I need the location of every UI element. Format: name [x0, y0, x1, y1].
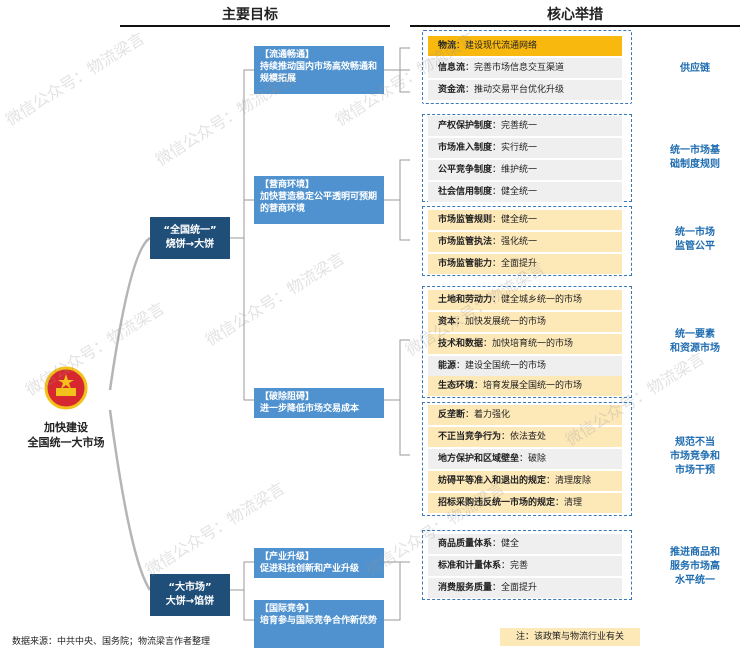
goal-circulation-title: 【流通畅通】	[260, 50, 315, 60]
group-frame-supply-chain	[422, 30, 632, 104]
goal-international-competition: 【国际竞争】 培育参与国际竞争合作新优势	[254, 600, 384, 648]
measure-item: 消费服务质量：全面提升	[428, 578, 622, 598]
goal-industrial-upgrade-title: 【产业升级】	[260, 552, 315, 562]
measure-item: 公平竞争制度：维护统一	[428, 160, 622, 180]
level1-national-unified: “全国统一” 烧饼→大饼	[150, 217, 230, 259]
measure-item: 标准和计量体系：完善	[428, 556, 622, 576]
level1-national-unified-line1: “全国统一”	[163, 225, 217, 236]
measure-item: 社会信用制度：健全统一	[428, 182, 622, 202]
root-node: 加快建设 全国统一大市场	[6, 420, 126, 450]
measure-item: 产权保护制度：完善统一	[428, 116, 622, 136]
measure-item: 资本：加快发展统一的市场	[428, 312, 622, 332]
header-goals-underline	[120, 25, 390, 27]
measure-item: 地方保护和区域壁垒：破除	[428, 449, 622, 469]
measure-item: 土地和劳动力：健全城乡统一的市场	[428, 290, 622, 310]
group-frame-regulation	[422, 206, 632, 276]
goal-industrial-upgrade: 【产业升级】 促进科技创新和产业升级	[254, 548, 384, 578]
measure-item: 反垄断：着力强化	[428, 405, 622, 425]
goal-remove-barriers-desc: 进一步降低市场交易成本	[260, 404, 360, 414]
measure-item: 生态环境：培育发展全国统一的市场	[428, 376, 622, 396]
data-source: 数据来源：中共中央、国务院；物流梁言作者整理	[12, 637, 211, 647]
measure-item: 不正当竞争行为：依法查处	[428, 427, 622, 447]
level1-big-market-line2: 大饼→馅饼	[165, 596, 215, 607]
root-line2: 全国统一大市场	[27, 436, 105, 449]
measure-item: 市场监管规则：健全统一	[428, 210, 622, 230]
level1-big-market: “大市场” 大饼→馅饼	[150, 574, 230, 616]
goal-remove-barriers: 【破除阻碍】 进一步降低市场交易成本	[254, 388, 384, 418]
header-measures: 核心举措	[547, 7, 603, 23]
category-factor-market: 统一要素和资源市场	[670, 329, 720, 354]
goal-circulation-desc: 持续推动国内市场高效畅通和规模拓展	[260, 62, 378, 84]
goal-international-competition-title: 【国际竞争】	[260, 604, 315, 614]
goal-international-competition-desc: 培育参与国际竞争合作新优势	[260, 616, 378, 626]
category-supply-chain: 供应链	[680, 63, 710, 74]
measure-item: 招标采购违反统一市场的规定：清理	[428, 493, 622, 513]
measure-item: 市场监管执法：强化统一	[428, 232, 622, 252]
national-emblem-icon	[44, 366, 88, 410]
group-frame-factor-market	[422, 286, 632, 398]
level1-national-unified-line2: 烧饼→大饼	[165, 239, 215, 250]
measure-item: 能源：建设全国统一的市场	[428, 356, 622, 376]
category-competition: 规范不当市场竞争和市场干预	[670, 437, 720, 476]
measure-item: 商品质量体系：健全	[428, 534, 622, 554]
measure-item: 市场准入制度：实行统一	[428, 138, 622, 158]
group-frame-competition	[422, 402, 632, 516]
category-basic-rules: 统一市场基础制度规则	[670, 145, 720, 170]
measure-item: 技术和数据：加快培育统一的市场	[428, 334, 622, 354]
level1-big-market-line1: “大市场”	[168, 582, 212, 593]
measure-item: 市场监管能力：全面提升	[428, 254, 622, 274]
goal-business-environment-title: 【营商环境】	[260, 180, 315, 190]
goal-business-environment-desc: 加快营造稳定公平透明可预期的营商环境	[260, 192, 378, 214]
measure-item: 资金流：推动交易平台优化升级	[428, 80, 622, 100]
header-measures-underline	[410, 25, 740, 27]
header-goals: 主要目标	[222, 7, 278, 23]
measure-item: 妨碍平等准入和退出的规定：清理废除	[428, 471, 622, 491]
note-box: 注：该政策与物流行业有关	[500, 628, 640, 646]
goal-remove-barriers-title: 【破除阻碍】	[260, 392, 315, 402]
measure-item: 物流：建设现代流通网络	[428, 36, 622, 56]
measure-item: 信息流：完善市场信息交互渠道	[428, 58, 622, 78]
root-line1: 加快建设	[44, 421, 88, 434]
category-goods-services: 推进商品和服务市场高水平统一	[670, 547, 720, 586]
goal-circulation: 【流通畅通】 持续推动国内市场高效畅通和规模拓展	[254, 46, 384, 94]
group-frame-goods-services	[422, 530, 632, 600]
category-regulation: 统一市场监管公平	[675, 227, 715, 252]
goal-business-environment: 【营商环境】 加快营造稳定公平透明可预期的营商环境	[254, 176, 384, 224]
goal-industrial-upgrade-desc: 促进科技创新和产业升级	[260, 564, 360, 574]
